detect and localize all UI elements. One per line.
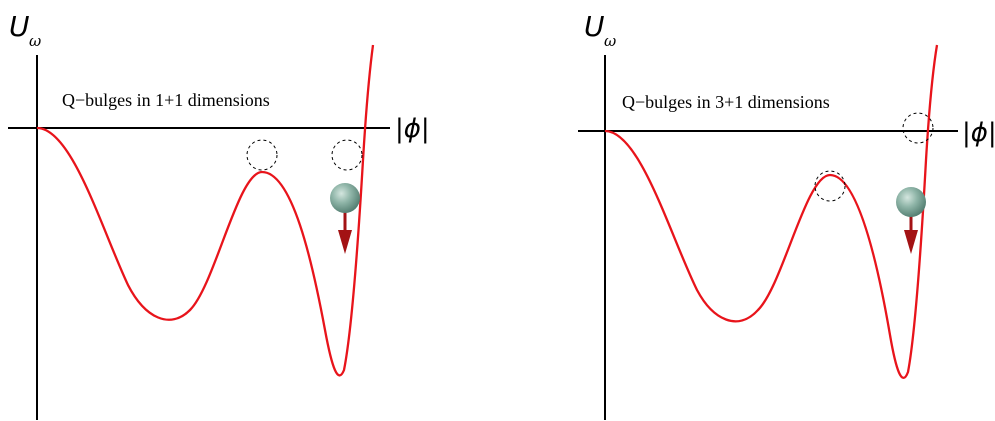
x-axis-label: |ϕ| xyxy=(962,118,995,148)
panel-caption: Q−bulges in 3+1 dimensions xyxy=(622,92,830,112)
potential-curve xyxy=(604,44,939,379)
x-axis-label: |ϕ| xyxy=(395,114,430,144)
dashed-circle-peak xyxy=(246,139,278,171)
dashed-circle-peak xyxy=(814,170,846,202)
arrow-head xyxy=(338,230,352,254)
panel-left: U ω |ϕ| Q−bulges in 1+1 dimensions xyxy=(8,10,430,420)
dashed-circle-start xyxy=(331,139,363,171)
y-axis-label-subscript: ω xyxy=(29,32,41,50)
ball xyxy=(330,183,360,213)
panel-right: U ω |ϕ| Q−bulges in 3+1 dimensions xyxy=(578,10,995,420)
y-axis-label: U xyxy=(584,10,605,43)
potential-curve xyxy=(36,44,375,377)
y-axis-label-subscript: ω xyxy=(604,32,616,50)
arrow-head xyxy=(904,230,918,254)
dashed-circle-start xyxy=(902,112,934,144)
ball xyxy=(896,187,926,217)
panel-caption: Q−bulges in 1+1 dimensions xyxy=(62,90,270,110)
y-axis-label: U xyxy=(9,10,30,43)
